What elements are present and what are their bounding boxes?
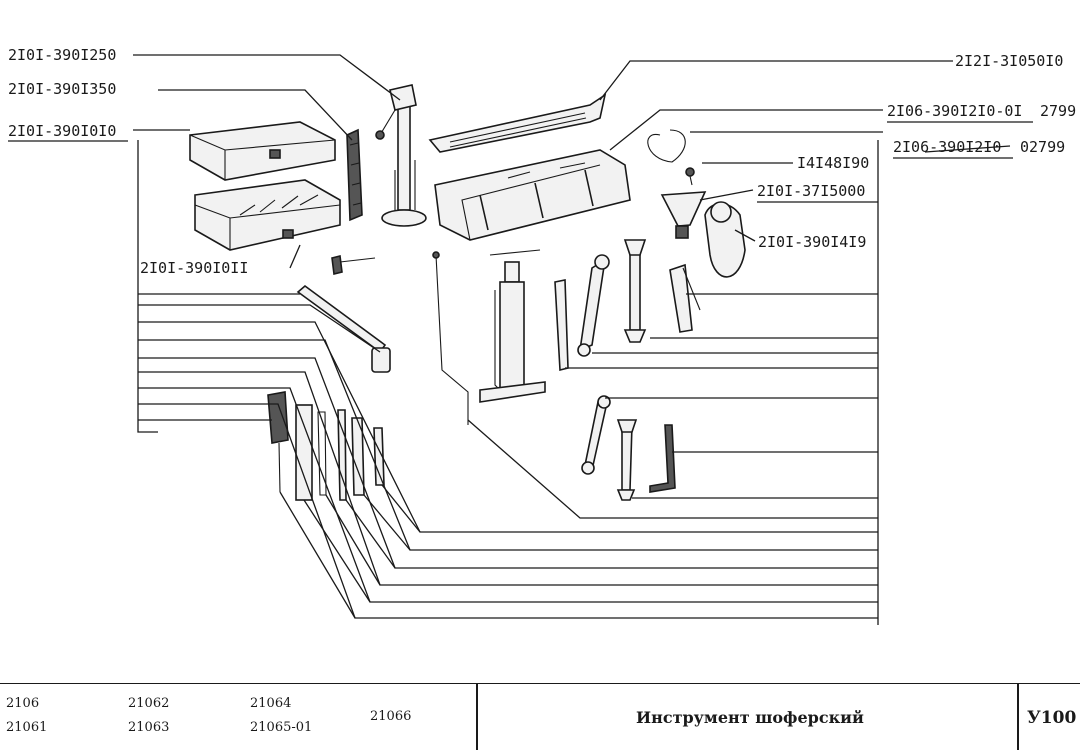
label-tool-box: 2I0I-390I0I0 [8, 122, 116, 140]
label-tool-bag-a: 2I06-390I2I0-0I [887, 102, 1022, 120]
pliers [669, 263, 701, 333]
label-tool-bag-b-suffix: 02799 [1020, 138, 1065, 156]
open-end-wrench-small [616, 419, 638, 501]
crank-handle [432, 251, 469, 425]
jack [375, 84, 427, 227]
title-divider-left [476, 684, 478, 750]
tyre-pump [479, 249, 546, 403]
hex-key [649, 424, 676, 493]
label-tool-box-open: 2I0I-390I0II [140, 259, 248, 277]
inspection-lamp [660, 191, 707, 239]
screwdriver [267, 391, 289, 493]
drawing-caption: Инструмент шоферский [636, 708, 864, 727]
title-block: 2106 21061 21062 21063 21064 21065-01 21… [0, 683, 1080, 750]
model-21061: 21061 [6, 720, 48, 735]
label-lamp: 2I0I-37I5000 [757, 182, 865, 200]
tool-box-open [194, 179, 341, 251]
tool-kit-diagram: 2I0I-390I250 2I0I-390I350 2I0I-390I0I0 2… [8, 46, 1076, 625]
model-2106: 2106 [6, 696, 40, 711]
hex-key-small [331, 255, 376, 275]
leader-lines [133, 54, 953, 625]
label-clip: I4I48I90 [797, 154, 869, 172]
wrench-set-small [337, 409, 385, 501]
label-tool-bag-b: 2I06-390I2I0 [893, 138, 1001, 156]
drawing-code: У100 [1027, 708, 1077, 728]
tool-box-closed [189, 121, 336, 181]
label-pouch: 2I0I-390I4I9 [758, 233, 866, 251]
open-end-wrench [623, 239, 647, 343]
pry-bar [554, 279, 569, 372]
tool-bag [434, 149, 631, 241]
model-21062: 21062 [128, 696, 170, 711]
pouch [704, 201, 746, 278]
label-stand: 2I2I-3I050I0 [955, 52, 1063, 70]
title-divider-right [1017, 684, 1019, 750]
box-spanner [346, 128, 363, 222]
label-jack: 2I0I-390I250 [8, 46, 116, 64]
offset-wrench-small [581, 395, 611, 475]
model-21065-01: 21065-01 [250, 720, 313, 735]
wheel-brace [296, 284, 391, 373]
wheel-chock [428, 93, 607, 153]
model-21063: 21063 [128, 720, 170, 735]
label-box-spanner: 2I0I-390I350 [8, 80, 116, 98]
model-21064: 21064 [250, 696, 292, 711]
model-21066: 21066 [370, 709, 412, 724]
clip [685, 167, 695, 186]
hose [647, 129, 686, 163]
label-tool-bag-a-suffix: 2799 [1040, 102, 1076, 120]
offset-ring-wrench [577, 254, 610, 357]
